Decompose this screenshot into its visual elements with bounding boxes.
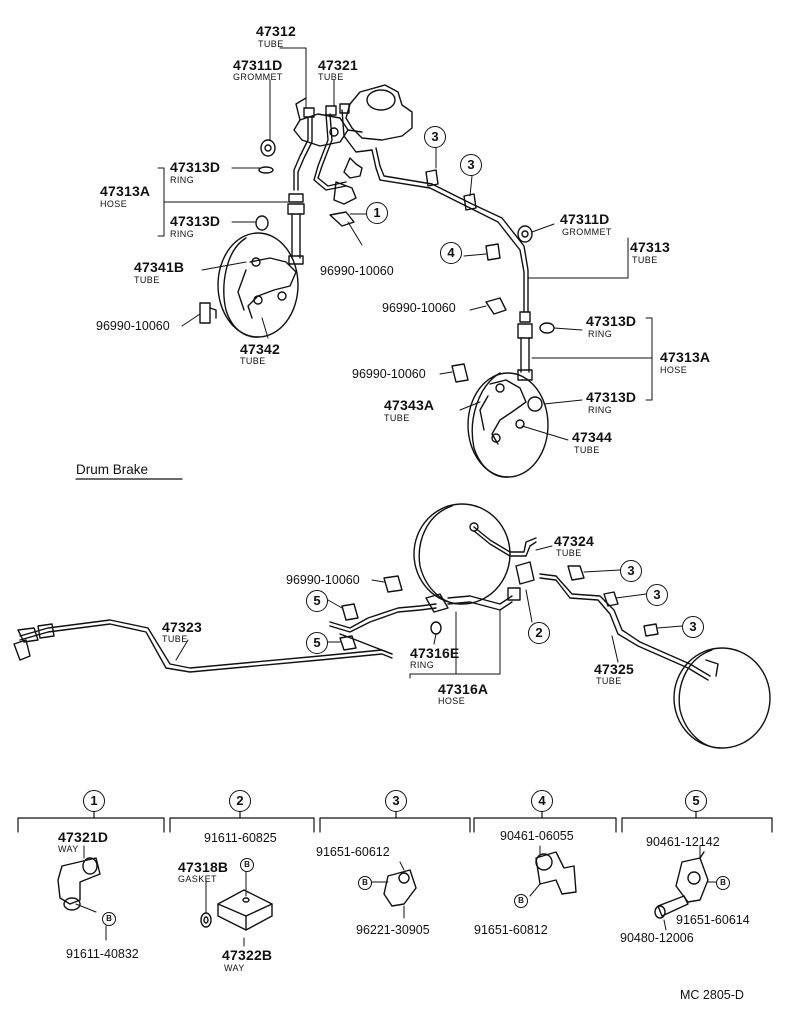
- callout-3-rear-a: 3: [620, 560, 642, 582]
- detail-3-bolt-marker: B: [358, 876, 372, 890]
- part-47323-type: TUBE: [162, 634, 188, 644]
- part-47313D-right-upper-number: 47313D: [586, 313, 637, 329]
- part-47311D-type: GROMMET: [233, 72, 283, 82]
- callout-2: 2: [528, 622, 550, 644]
- part-47344-number: 47344: [572, 429, 612, 445]
- part-47316E-number: 47316E: [410, 645, 460, 661]
- part-96990-left: 96990-10060: [96, 319, 170, 333]
- rear-leaders: [175, 545, 683, 679]
- detail-4-top-number: 90461-06055: [500, 829, 574, 843]
- part-47344-type: TUBE: [574, 445, 600, 455]
- detail-2-gasket-type: GASKET: [178, 874, 217, 884]
- rear-right-drum: [673, 647, 771, 749]
- part-47321-number: 47321: [318, 57, 358, 73]
- part-47312-type: TUBE: [258, 39, 284, 49]
- part-47313A-right-type: HOSE: [660, 365, 688, 375]
- detail-1-bolt-number: 91611-40832: [66, 947, 139, 961]
- front-right-tubes: [329, 147, 555, 412]
- part-47342-type: TUBE: [240, 356, 266, 366]
- drum-brake-label: Drum Brake: [76, 462, 149, 477]
- callout-3-top-b: 3: [460, 154, 482, 176]
- detail-5-callout: 5: [685, 790, 707, 812]
- part-47313-number: 47313: [630, 239, 670, 255]
- detail-5-right-number: 91651-60614: [676, 913, 750, 927]
- detail-3-callout: 3: [385, 790, 407, 812]
- top-leaders: [157, 47, 653, 441]
- detail-5-bolt-marker: B: [716, 876, 730, 890]
- part-47313D-right-upper-type: RING: [588, 329, 613, 339]
- part-47311D-right-number: 47311D: [560, 211, 610, 227]
- part-47316A-number: 47316A: [438, 681, 489, 697]
- part-47316E-type: RING: [410, 660, 435, 670]
- part-47343A-number: 47343A: [384, 397, 435, 413]
- detail-1-part-type: WAY: [58, 844, 79, 854]
- detail-5-top-number: 90461-12142: [646, 835, 720, 849]
- part-47341B-type: TUBE: [134, 275, 160, 285]
- detail-4-bottom-number: 91651-60812: [474, 923, 548, 937]
- detail-4-callout: 4: [531, 790, 553, 812]
- callout-5-lower: 5: [306, 632, 328, 654]
- detail-3-bottom-number: 96221-30905: [356, 923, 430, 937]
- part-47311D-right-type: GROMMET: [562, 227, 612, 237]
- detail-3-clip: [371, 861, 417, 919]
- detail-2-part-type: WAY: [224, 963, 245, 973]
- part-47313D-lower-type: RING: [170, 229, 195, 239]
- detail-brackets: [17, 809, 773, 833]
- part-47325-type: TUBE: [596, 676, 622, 686]
- part-47342-number: 47342: [240, 341, 280, 357]
- part-47316A-type: HOSE: [438, 696, 466, 706]
- part-47313D-right-lower-number: 47313D: [586, 389, 637, 405]
- part-47343A-type: TUBE: [384, 413, 410, 423]
- part-47323-number: 47323: [162, 619, 202, 635]
- detail-2-bolt-marker: B: [240, 858, 254, 872]
- callout-4: 4: [440, 242, 462, 264]
- detail-1-part-number: 47321D: [58, 829, 109, 845]
- part-47313D-lower-number: 47313D: [170, 213, 221, 229]
- detail-4-bolt-marker: B: [514, 894, 528, 908]
- callout-3-rear-c: 3: [682, 616, 704, 638]
- part-47311D-number: 47311D: [233, 57, 283, 73]
- front-right-drum: [467, 372, 549, 478]
- callout-3-top-a: 3: [424, 126, 446, 148]
- detail-5-clamp: [654, 845, 721, 931]
- detail-2-callout: 2: [229, 790, 251, 812]
- diagram-code: MC 2805-D: [680, 988, 744, 1002]
- part-47324-type: TUBE: [556, 548, 582, 558]
- detail-1-bolt-marker: B: [102, 912, 116, 926]
- part-47325-number: 47325: [594, 661, 634, 677]
- part-47324-number: 47324: [554, 533, 594, 549]
- detail-1-callout: 1: [83, 790, 105, 812]
- detail-2-gasket-number: 47318B: [178, 859, 229, 875]
- detail-2-part-number: 47322B: [222, 947, 273, 963]
- detail-2-bolt-number: 91611-60825: [204, 831, 277, 845]
- part-47313-type: TUBE: [632, 255, 658, 265]
- part-47313A-left-type: HOSE: [100, 199, 128, 209]
- part-96990-right: 96990-10060: [382, 301, 456, 315]
- detail-1-union: [57, 845, 107, 941]
- part-47313D-upper-number: 47313D: [170, 159, 221, 175]
- rear-left-drum: [413, 503, 511, 605]
- part-96990-lower: 96990-10060: [352, 367, 426, 381]
- callout-1: 1: [366, 202, 388, 224]
- front-left-tubes: [255, 103, 373, 265]
- callout-3-rear-b: 3: [646, 584, 668, 606]
- detail-4-clamp: [529, 845, 577, 897]
- detail-2-way: [200, 869, 273, 947]
- callout-5-upper: 5: [306, 590, 328, 612]
- master-cylinder: [293, 84, 413, 147]
- part-47313A-right-number: 47313A: [660, 349, 711, 365]
- part-47313D-upper-type: RING: [170, 175, 195, 185]
- part-47312-number: 47312: [256, 23, 296, 39]
- detail-5-bottom-number: 90480-12006: [620, 931, 694, 945]
- part-96990-center: 96990-10060: [320, 264, 394, 278]
- part-47313D-right-lower-type: RING: [588, 405, 613, 415]
- part-96990-rear: 96990-10060: [286, 573, 360, 587]
- part-47341B-number: 47341B: [134, 259, 185, 275]
- part-47321-type: TUBE: [318, 72, 344, 82]
- detail-3-top-number: 91651-60612: [316, 845, 390, 859]
- rear-tubes: [13, 526, 711, 681]
- front-left-drum: [199, 232, 299, 338]
- part-47313A-left-number: 47313A: [100, 183, 151, 199]
